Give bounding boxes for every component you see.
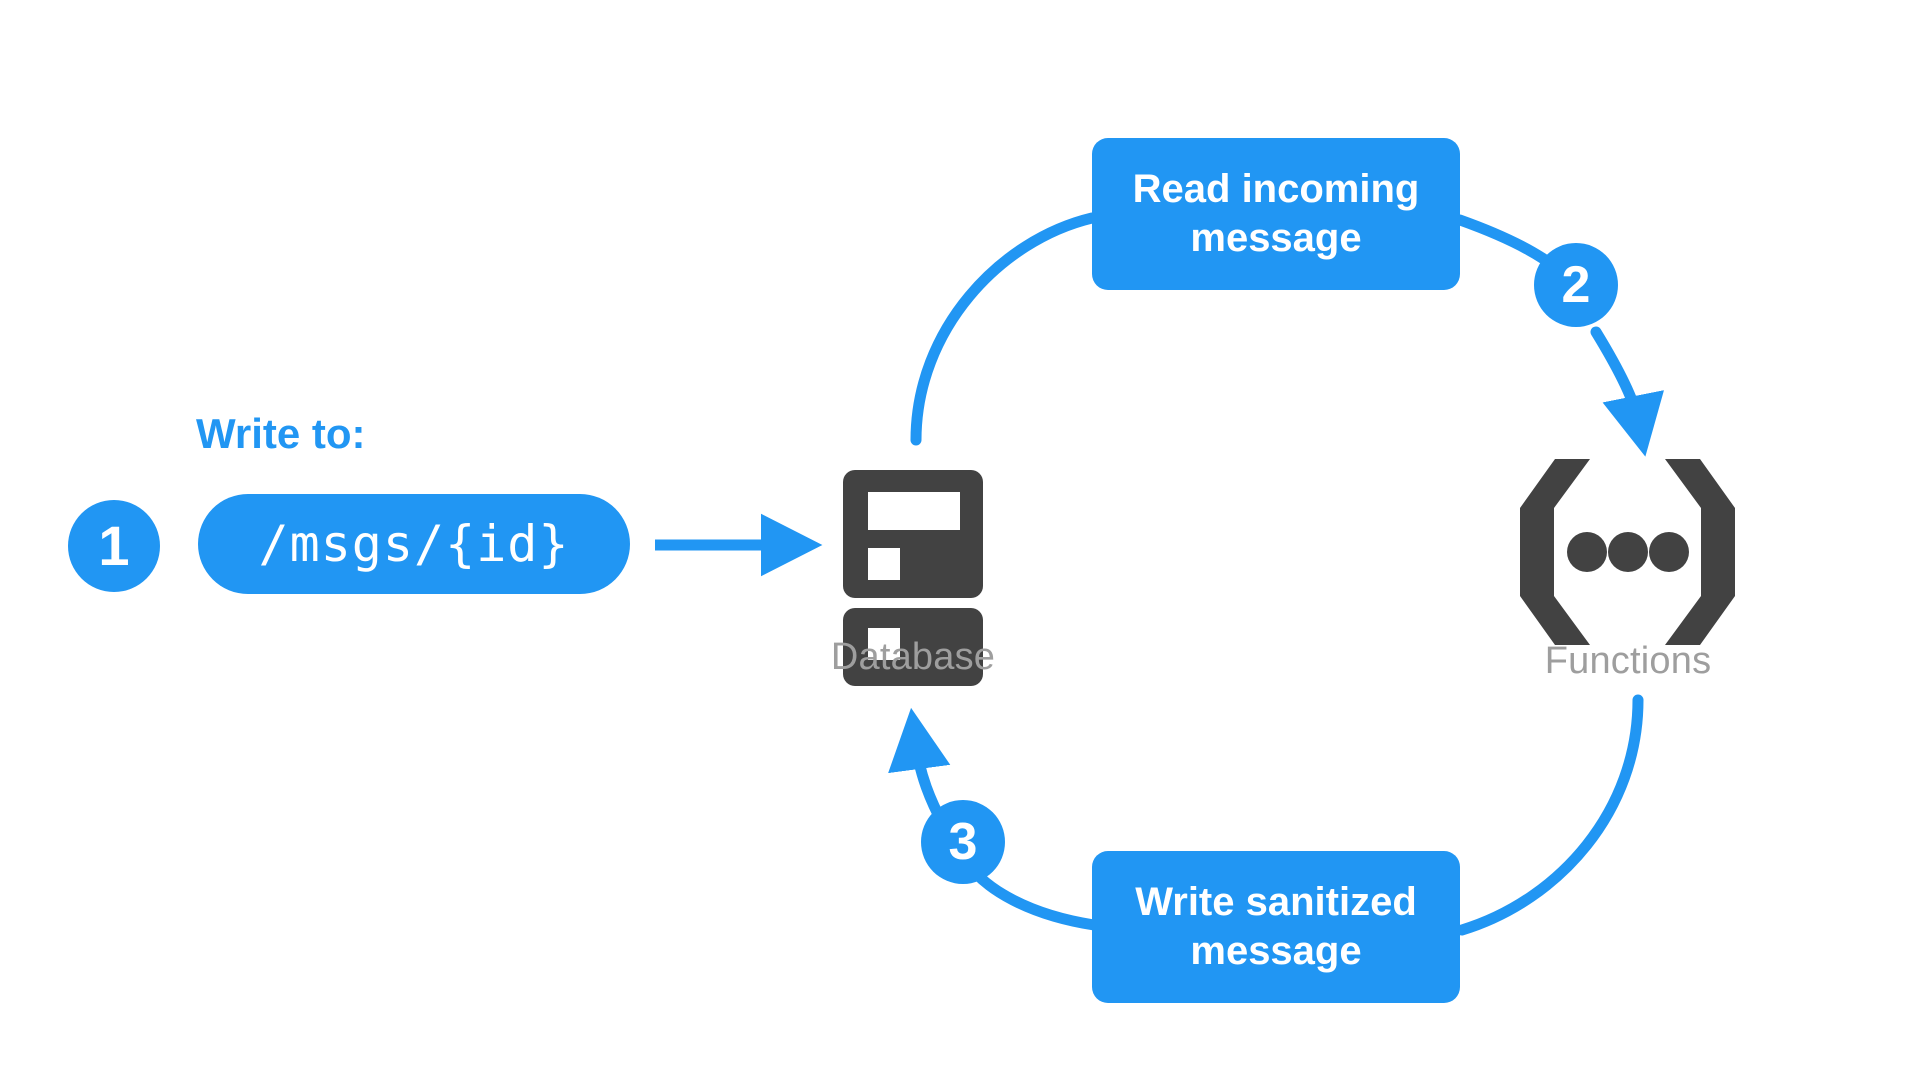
node-label-database: Database: [830, 636, 996, 678]
action-box-read-incoming-message[interactable]: Read incoming message: [1092, 138, 1460, 290]
action-box-write-text: Write sanitized message: [1135, 878, 1417, 976]
node-label-functions: Functions: [1544, 640, 1712, 682]
step-badge-1: 1: [68, 500, 160, 592]
connector-read-to-functions-tail: [1590, 326, 1664, 457]
write-to-label: Write to:: [196, 410, 366, 457]
action-box-read-line1: Read incoming: [1132, 167, 1420, 212]
action-box-read-text: Read incoming message: [1133, 165, 1420, 263]
action-box-write-sanitized-message[interactable]: Write sanitized message: [1092, 851, 1460, 1003]
action-box-write-line2: message: [1190, 929, 1362, 973]
connector-database-to-read: [910, 212, 1098, 446]
step-badge-2: 2: [1534, 243, 1618, 327]
action-box-write-line1: Write sanitized: [1135, 880, 1417, 925]
functions-brackets-icon: [1520, 459, 1735, 645]
step-badge-3: 3: [921, 800, 1005, 884]
path-pill[interactable]: /msgs/{id}: [198, 494, 630, 594]
connector-functions-to-write: [1456, 694, 1644, 936]
database-icon: [843, 470, 983, 686]
action-box-read-line2: message: [1190, 216, 1362, 260]
